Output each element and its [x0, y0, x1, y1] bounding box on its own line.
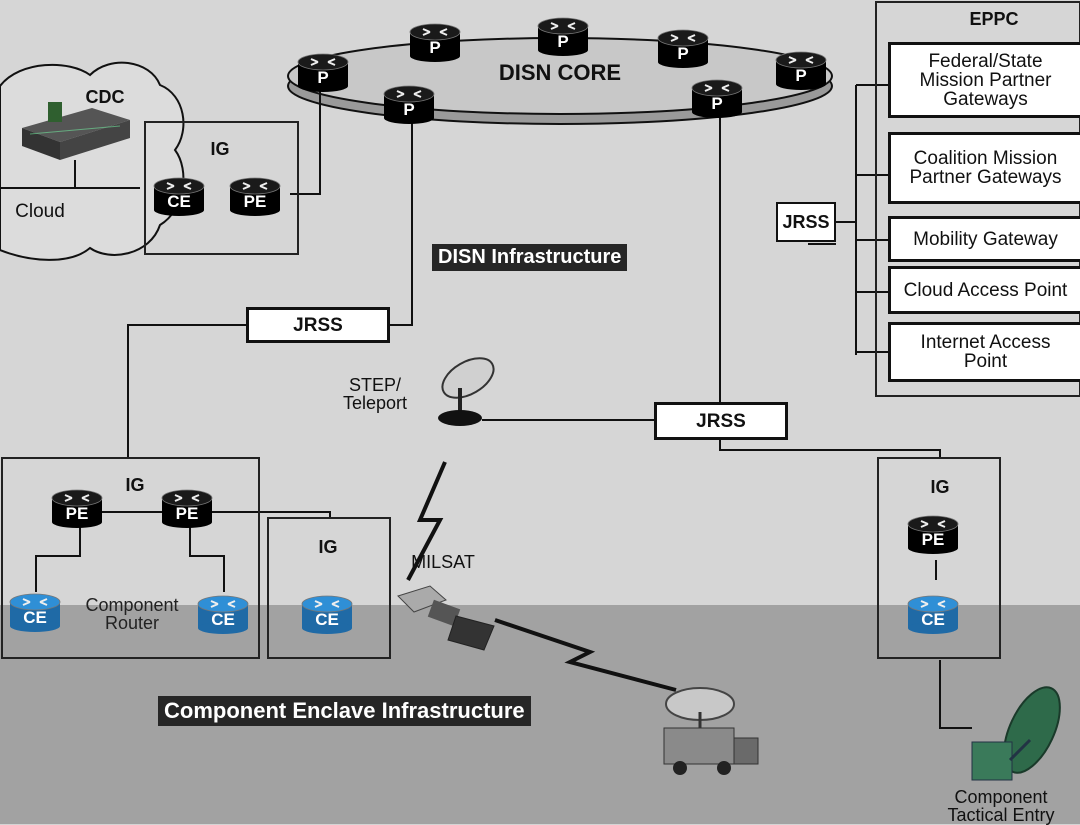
router-icon: P [691, 79, 743, 118]
ig-frame-tactical [877, 457, 1001, 659]
cloud-label: Cloud [15, 201, 65, 222]
component-tactical-entry-label: Component Tactical Entry [947, 787, 1055, 825]
router-label: P [711, 94, 722, 113]
router-icon: CE [9, 593, 61, 632]
tactical-dish-icon [971, 686, 1061, 781]
router-icon: P [775, 51, 827, 90]
router-label: P [403, 100, 414, 119]
router-label: PE [176, 504, 199, 523]
ig-label-middle: IG [318, 537, 338, 557]
router-icon: CE [907, 595, 959, 634]
jrss-box-center: JRSS [654, 402, 788, 440]
router-icon: CE [153, 177, 205, 216]
router-label: P [557, 32, 568, 51]
router-label: P [677, 44, 688, 63]
router-label: P [795, 66, 806, 85]
router-label: CE [315, 610, 339, 629]
step-teleport-label: STEP/ Teleport [342, 375, 408, 413]
router-icon: CE [197, 595, 249, 634]
router-label: P [317, 68, 328, 87]
router-label: PE [244, 192, 267, 211]
router-icon: P [383, 85, 435, 124]
eppc-label: EPPC [969, 9, 1019, 29]
router-icon: P [409, 23, 461, 62]
router-icon: PE [907, 515, 959, 554]
eppc-gateway-item: Cloud Access Point [888, 266, 1080, 314]
eppc-frame [875, 1, 1080, 397]
eppc-gateway-item: Coalition Mission Partner Gateways [888, 132, 1080, 204]
cloud-icon [0, 61, 185, 261]
ig-label: IG [210, 139, 230, 159]
component-router-label: Component Router [85, 595, 179, 633]
ig-frame-component-left [1, 457, 260, 659]
router-icon: PE [161, 489, 213, 528]
router-label: CE [167, 192, 191, 211]
datacenter-icon [22, 102, 130, 160]
component-enclave-infrastructure-label: Component Enclave Infrastructure [158, 696, 531, 726]
router-label: CE [23, 608, 47, 627]
ig-frame-component-middle [267, 517, 391, 659]
milsat-label: MILSAT [411, 552, 475, 572]
eppc-gateway-item: Internet Access Point [888, 322, 1080, 382]
router-label: PE [66, 504, 89, 523]
router-label: CE [921, 610, 945, 629]
router-icon: PE [51, 489, 103, 528]
satellite-icon [397, 585, 495, 651]
router-icon: P [537, 17, 589, 56]
truck-icon [663, 687, 759, 775]
router-icon: CE [301, 595, 353, 634]
ig-label-tactical: IG [930, 477, 950, 497]
router-icon: PE [229, 177, 281, 216]
connection-lines [35, 84, 972, 729]
jrss-box-left: JRSS [246, 307, 390, 343]
router-icon: P [297, 53, 349, 92]
router-label: P [429, 38, 440, 57]
cdc-label: CDC [85, 87, 125, 107]
lightning-bolt-icon [494, 618, 677, 692]
ig-frame-cdc [144, 121, 299, 255]
disn-core-label: DISN CORE [498, 60, 622, 85]
jrss-box-eppc: JRSS [776, 202, 836, 242]
router-label: PE [922, 530, 945, 549]
ig-label-left: IG [125, 475, 145, 495]
disn-infrastructure-label: DISN Infrastructure [432, 244, 628, 271]
eppc-gateway-item: Mobility Gateway [888, 216, 1080, 262]
eppc-gateway-item: Federal/State Mission Partner Gateways [888, 42, 1080, 118]
router-label: CE [211, 610, 235, 629]
lightning-bolt-icon [406, 461, 447, 581]
satellite-dish-icon [438, 357, 495, 426]
router-icon: P [657, 29, 709, 68]
